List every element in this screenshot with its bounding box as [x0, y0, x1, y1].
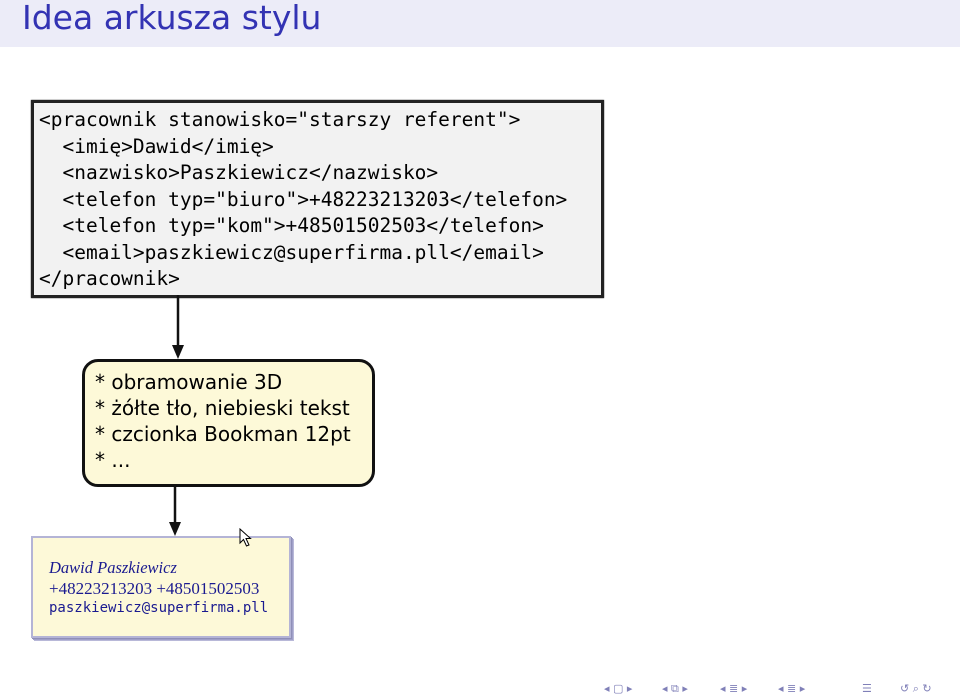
- title-bar: Idea arkusza stylu: [0, 0, 960, 47]
- card-email: paszkiewicz@superfirma.pll: [49, 600, 269, 616]
- style-rule: * czcionka Bookman 12pt: [95, 422, 351, 446]
- nav-next-section-icon[interactable]: ◂ ≣ ▸: [778, 682, 806, 695]
- card-phones: +48223213203 +48501502503: [49, 579, 260, 598]
- mouse-cursor-icon: [239, 528, 252, 547]
- xml-line: </pracownik>: [39, 267, 180, 290]
- xml-line: <pracownik stanowisko="starszy referent"…: [39, 108, 521, 131]
- nav-prev-subsection-icon[interactable]: ☰: [862, 682, 872, 695]
- stylesheet-box: * obramowanie 3D * żółte tło, niebieski …: [82, 359, 375, 487]
- xml-source-box: <pracownik stanowisko="starszy referent"…: [31, 100, 604, 298]
- card-name: Dawid Paszkiewicz: [49, 558, 177, 577]
- style-rule: * żółte tło, niebieski tekst: [95, 396, 350, 420]
- nav-prev-section-icon[interactable]: ◂ ≣ ▸: [720, 682, 748, 695]
- style-rule: * obramowanie 3D: [95, 370, 283, 394]
- xml-line: <imię>Dawid</imię>: [39, 135, 274, 158]
- xml-line: <nazwisko>Paszkiewicz</nazwisko>: [39, 161, 439, 184]
- xml-line: <telefon typ="biuro">+48223213203</telef…: [39, 188, 568, 211]
- nav-first-icon[interactable]: ◂ ▢ ▸: [604, 682, 633, 695]
- rendered-business-card: Dawid Paszkiewicz +48223213203 +48501502…: [31, 536, 291, 638]
- xml-line: <telefon typ="kom">+48501502503</telefon…: [39, 214, 544, 237]
- beamer-navigation-bar: ◂ ▢ ▸ ◂ ⧉ ▸ ◂ ≣ ▸ ◂ ≣ ▸ ☰ ↺ ⌕ ↻: [600, 682, 960, 698]
- slide-title: Idea arkusza stylu: [22, 0, 322, 37]
- xml-line: <email>paszkiewicz@superfirma.pll</email…: [39, 241, 544, 264]
- arrow-style-to-card: [169, 484, 181, 536]
- arrow-xml-to-style: [172, 295, 184, 359]
- style-rule: * ...: [95, 448, 131, 472]
- nav-prev-frame-icon[interactable]: ◂ ⧉ ▸: [662, 682, 688, 695]
- nav-search-icon[interactable]: ↺ ⌕ ↻: [900, 682, 932, 695]
